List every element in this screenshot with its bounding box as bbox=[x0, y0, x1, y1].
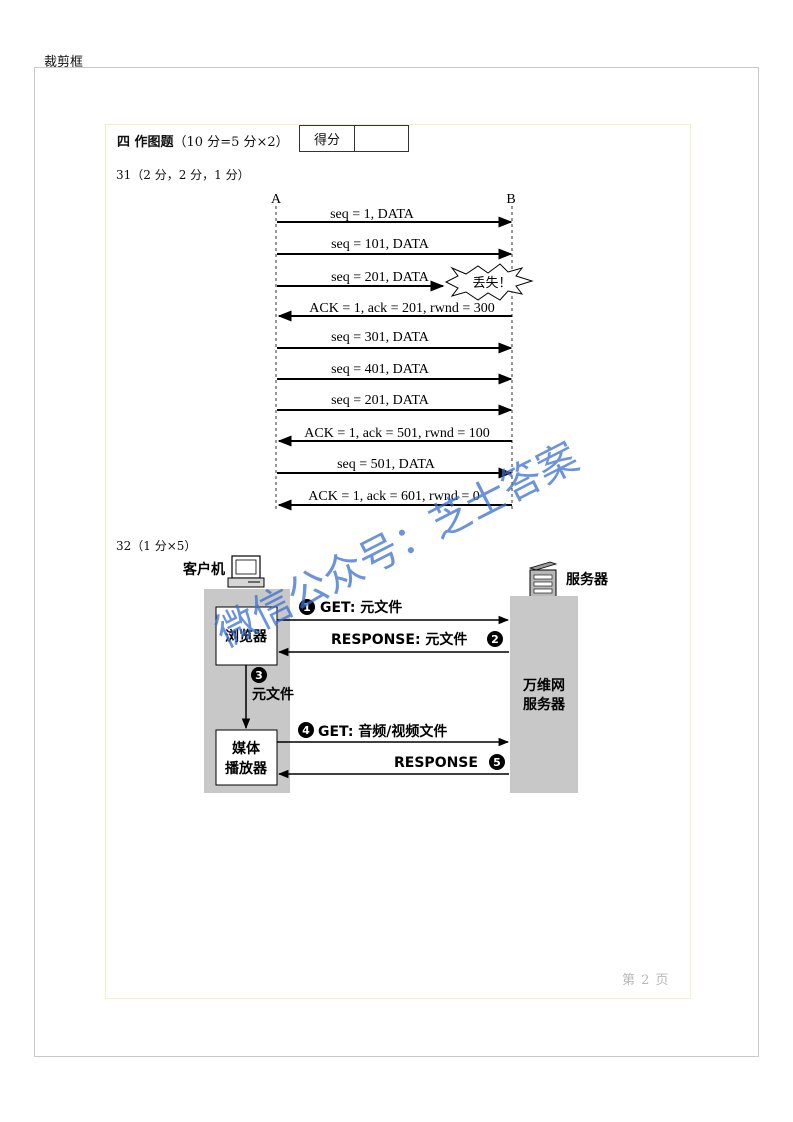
step-1-number: 1 bbox=[303, 601, 311, 614]
question-32-label: 32（1 分×5） bbox=[116, 539, 197, 553]
web-server-label-line1: 万维网 bbox=[522, 677, 565, 694]
lost-label: 丢失！ bbox=[472, 276, 511, 291]
step-3-label: 元文件 bbox=[252, 686, 294, 703]
message-label: seq = 401, DATA bbox=[331, 362, 430, 377]
step-3-badge bbox=[251, 667, 267, 683]
message-label: seq = 201, DATA bbox=[331, 270, 430, 285]
step-4-label: GET: 音频/视频文件 bbox=[318, 723, 447, 740]
web-server-label-line2: 服务器 bbox=[523, 696, 566, 713]
page-number: 第 2 页 bbox=[622, 973, 670, 988]
client-label: 客户机 bbox=[182, 561, 225, 578]
answer-area bbox=[105, 124, 691, 999]
section-title-points: （10 分=5 分×2） bbox=[173, 135, 289, 150]
step-2-label: RESPONSE: 元文件 bbox=[331, 631, 467, 648]
server-label: 服务器 bbox=[566, 571, 609, 588]
crop-frame bbox=[34, 67, 759, 1057]
message-label: seq = 201, DATA bbox=[331, 393, 430, 408]
message-label: seq = 501, DATA bbox=[337, 457, 436, 472]
browser-label: 浏览器 bbox=[225, 628, 268, 645]
score-label: 得分 bbox=[300, 126, 355, 151]
message-label: seq = 1, DATA bbox=[330, 207, 415, 222]
section-title: 四 作图题（10 分=5 分×2） bbox=[117, 131, 289, 150]
step-1-label: GET: 元文件 bbox=[320, 599, 402, 616]
step-1-badge bbox=[299, 599, 315, 615]
ack-label: ACK = 1, ack = 201, rwnd = 300 bbox=[309, 301, 494, 316]
step-5-label: RESPONSE bbox=[394, 755, 478, 771]
computer-icon bbox=[227, 555, 265, 588]
media-player-label-line1: 媒体 bbox=[231, 740, 261, 757]
ack-label: ACK = 1, ack = 501, rwnd = 100 bbox=[304, 426, 489, 441]
media-player-label-line2: 播放器 bbox=[225, 760, 268, 777]
message-label: seq = 301, DATA bbox=[331, 330, 430, 345]
score-box: 得分 bbox=[299, 125, 409, 152]
message-label: seq = 101, DATA bbox=[331, 237, 430, 252]
step-2-number: 2 bbox=[491, 633, 499, 646]
tcp-sequence-diagram: A B seq = 1, DATA seq = 101, DATA seq = … bbox=[271, 192, 534, 512]
step-2-badge bbox=[487, 631, 503, 647]
step-5-number: 5 bbox=[493, 756, 501, 769]
crop-label: 裁剪框 bbox=[44, 55, 84, 70]
step-3-number: 3 bbox=[255, 669, 263, 682]
lost-starburst-icon bbox=[444, 263, 534, 301]
server-panel bbox=[510, 596, 578, 793]
section-title-bold: 四 作图题 bbox=[117, 135, 174, 150]
host-a-label: A bbox=[271, 192, 282, 207]
step-4-badge bbox=[298, 722, 314, 738]
streaming-media-diagram: 客户机 浏览器 媒体 播放器 服务器 万维网 服务器 bbox=[182, 555, 609, 793]
question-31-label: 31（2 分，2 分，1 分） bbox=[116, 168, 250, 182]
step-5-badge bbox=[489, 754, 505, 770]
step-4-number: 4 bbox=[302, 724, 310, 737]
ack-label: ACK = 1, ack = 601, rwnd = 0 bbox=[308, 489, 479, 504]
media-player-box bbox=[215, 729, 278, 786]
host-b-label: B bbox=[506, 192, 515, 207]
